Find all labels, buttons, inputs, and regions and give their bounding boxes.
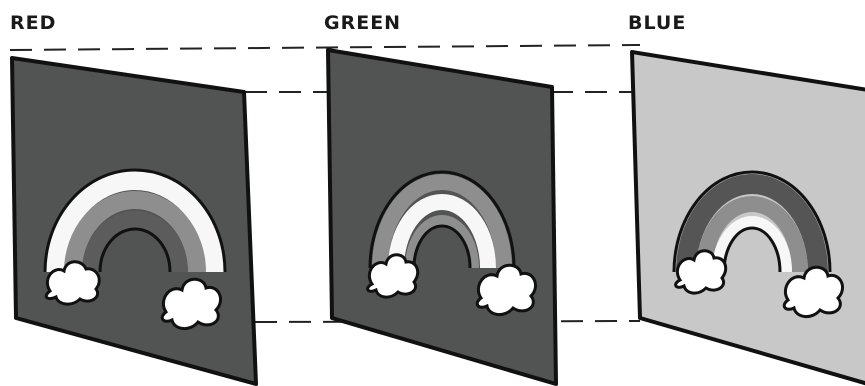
blue-channel-panel xyxy=(632,52,865,384)
green-channel-panel xyxy=(328,50,556,384)
guide-line-top xyxy=(10,45,640,50)
red-channel-panel xyxy=(12,58,256,384)
